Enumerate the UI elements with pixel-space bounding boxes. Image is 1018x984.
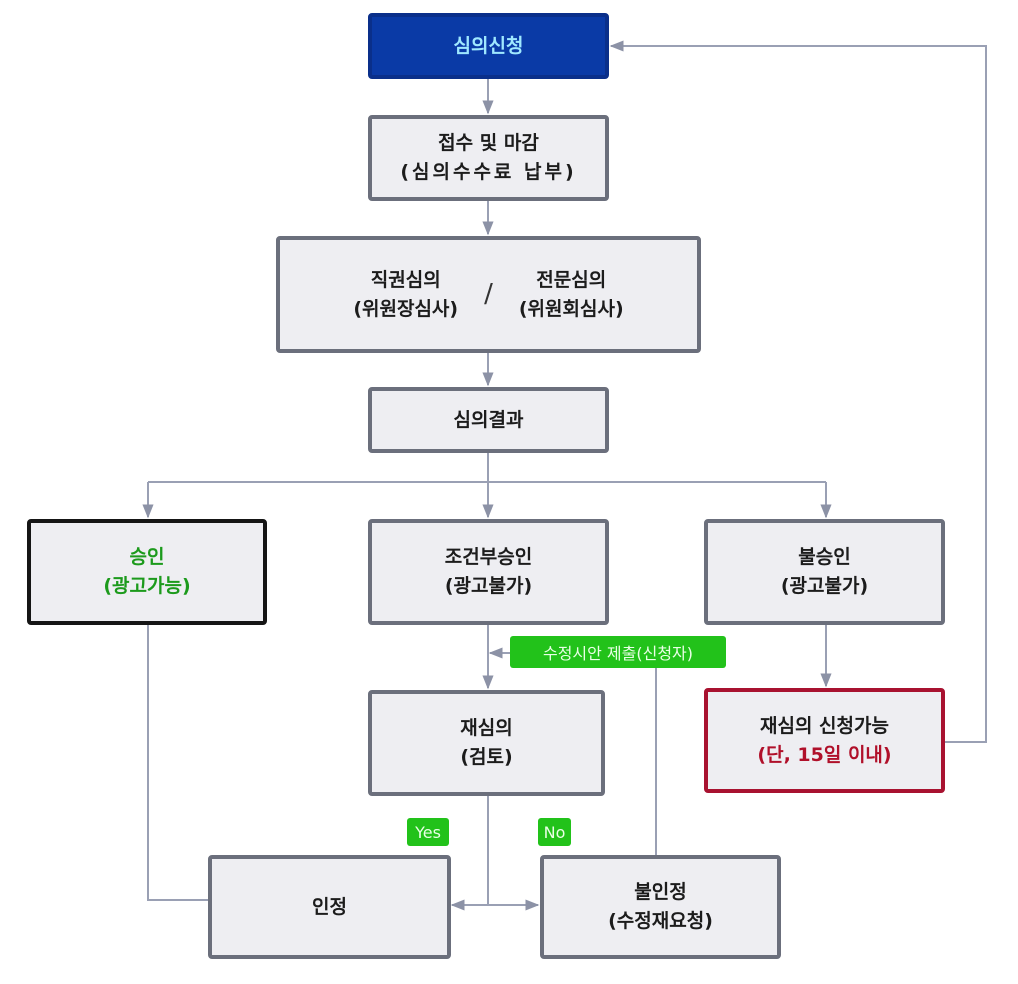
- tag-yes: Yes: [407, 818, 449, 846]
- node-apply: 심의신청: [368, 13, 609, 79]
- loop-reapply-apply: [609, 40, 987, 743]
- node-receipt-sub: (심의수수료 납부): [400, 161, 577, 183]
- node-approved-sub: (광고가능): [103, 575, 191, 597]
- tag-revision-label: 수정시안 제출(신청자): [542, 644, 694, 663]
- node-notaccepted-title: 불인정: [634, 881, 687, 903]
- node-accepted-title: 인정: [312, 895, 347, 918]
- tag-no-label: No: [543, 822, 566, 842]
- node-rereview-title: 재심의: [460, 717, 513, 739]
- node-rejected: 불승인 (광고불가): [704, 519, 945, 625]
- tag-revision-submit: 수정시안 제출(신청자): [510, 636, 726, 668]
- node-review-left-sub: (위원장심사): [353, 297, 459, 320]
- node-result: 심의결과: [368, 387, 609, 453]
- node-rejected-title: 불승인: [798, 546, 851, 568]
- node-result-title: 심의결과: [453, 408, 524, 431]
- node-reapply-sub: (단, 15일 이내): [757, 743, 892, 766]
- node-review-separator: /: [484, 279, 493, 309]
- node-reapply-title: 재심의 신청가능: [760, 714, 889, 737]
- node-approved: 승인 (광고가능): [27, 519, 267, 625]
- line-approved-accepted: [147, 624, 208, 901]
- node-receipt: 접수 및 마감 (심의수수료 납부): [368, 115, 609, 201]
- node-accepted: 인정: [208, 855, 451, 959]
- node-conditional-sub: (광고불가): [444, 575, 533, 597]
- node-notaccepted-sub: (수정재요청): [608, 910, 713, 932]
- node-apply-title: 심의신청: [453, 34, 524, 57]
- node-rereview-sub: (검토): [460, 746, 513, 768]
- node-review-right-title: 전문심의: [536, 268, 607, 291]
- node-receipt-title: 접수 및 마감: [438, 132, 539, 154]
- node-rejected-sub: (광고불가): [780, 575, 869, 597]
- node-notaccepted: 불인정 (수정재요청): [540, 855, 781, 959]
- node-review-right-sub: (위원회심사): [518, 297, 624, 320]
- node-reapply: 재심의 신청가능 (단, 15일 이내): [704, 688, 945, 793]
- node-rereview: 재심의 (검토): [368, 690, 605, 796]
- node-conditional-title: 조건부승인: [444, 546, 533, 568]
- node-approved-title: 승인: [129, 546, 165, 568]
- tag-yes-label: Yes: [415, 822, 441, 842]
- node-review: 직권심의 (위원장심사) / 전문심의 (위원회심사): [276, 236, 701, 353]
- node-review-left-title: 직권심의: [370, 268, 441, 291]
- tag-no: No: [538, 818, 571, 846]
- node-conditional: 조건부승인 (광고불가): [368, 519, 609, 625]
